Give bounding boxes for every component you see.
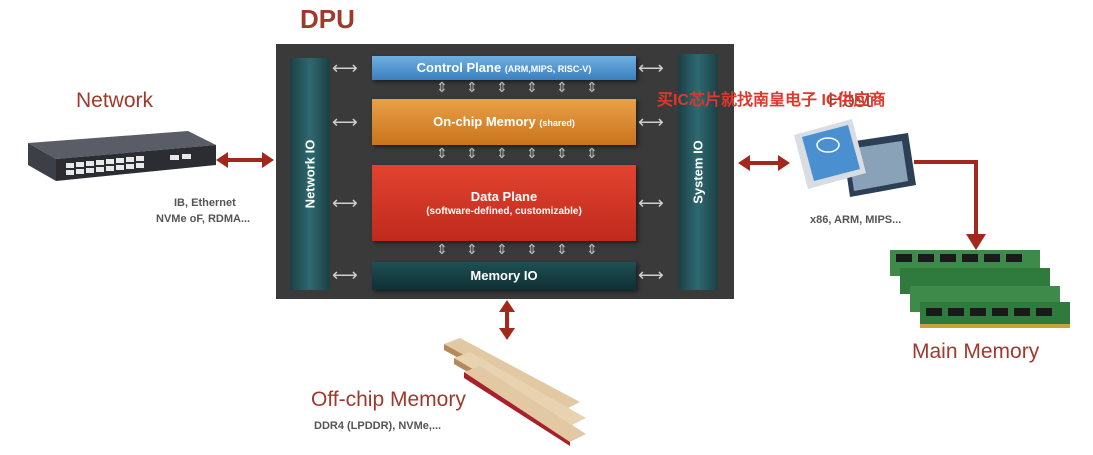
network-desc-line2: NVMe oF, RDMA... [156,213,251,225]
onchip-memory-sub: (shared) [539,118,575,128]
data-plane-sub: (software-defined, customizable) [426,206,582,217]
vertical-double-arrow: ⇕ [496,79,508,95]
arrow-netio-onchip: ⟷ [332,112,358,132]
vertical-double-arrow: ⇕ [466,241,478,257]
vertical-double-arrow: ⇕ [586,241,598,257]
memory-io-block: Memory IO [372,262,636,290]
host-title: Host [828,89,872,112]
network-desc-line1: IB, Ethernet [174,197,236,209]
vertical-double-arrow: ⇕ [556,145,568,161]
vertical-double-arrow: ⇕ [586,79,598,95]
offchip-memory-image [444,338,586,446]
vertical-double-arrow: ⇕ [556,79,568,95]
vertical-double-arrow: ⇕ [466,145,478,161]
network-title: Network [76,89,154,112]
system-io-label: System IO [690,140,706,204]
arrow-dpu-host [738,155,790,171]
data-plane-label: Data Plane [470,189,538,204]
dpu-block: Network IO System IO Control Plane (ARM,… [276,44,734,299]
vertical-double-arrow: ⇕ [436,79,448,95]
arrow-network-dpu [216,152,274,168]
vertical-double-arrow: ⇕ [436,145,448,161]
network-io-label: Network IO [302,139,318,209]
control-plane-label: Control Plane [416,60,502,75]
offchip-memory-desc: DDR4 (LPDDR), NVMe,... [314,420,442,432]
control-plane-block: Control Plane (ARM,MIPS, RISC-V) [372,56,636,80]
onchip-memory-block: On-chip Memory (shared) [372,99,636,145]
offchip-memory-title: Off-chip Memory [311,388,466,411]
host-cpu-image [794,119,916,197]
watermark-text: 买IC芯片就找南皇电子 IC供应商 [657,92,886,109]
vertical-double-arrow: ⇕ [436,241,448,257]
dpu-title: DPU [300,4,355,34]
arrow-host-main-memory [914,160,986,250]
main-memory-title: Main Memory [912,340,1040,363]
arrow-data-sysio: ⟷ [638,193,664,213]
network-io-bar: Network IO [290,58,330,290]
vertical-double-arrow: ⇕ [496,145,508,161]
vertical-double-arrow: ⇕ [496,241,508,257]
vertical-double-arrow: ⇕ [526,79,538,95]
memory-io-label: Memory IO [470,268,538,283]
arrow-memio-sysio: ⟷ [638,265,664,285]
data-plane-block: Data Plane (software-defined, customizab… [372,165,636,241]
arrow-dpu-offchip [499,300,515,340]
arrow-control-sysio: ⟷ [638,58,664,78]
vertical-double-arrow: ⇕ [586,145,598,161]
arrow-netio-data: ⟷ [332,193,358,213]
network-switch-image [28,131,216,181]
main-memory-image [890,250,1070,328]
system-io-bar: System IO [678,54,718,290]
arrow-netio-control: ⟷ [332,58,358,78]
onchip-memory-label: On-chip Memory [433,114,536,129]
vertical-double-arrow: ⇕ [526,145,538,161]
control-plane-sub: (ARM,MIPS, RISC-V) [504,64,592,74]
arrow-onchip-sysio: ⟷ [638,112,664,132]
vertical-double-arrow: ⇕ [526,241,538,257]
vertical-double-arrow: ⇕ [556,241,568,257]
host-desc: x86, ARM, MIPS... [810,214,902,226]
arrow-netio-memio: ⟷ [332,265,358,285]
vertical-double-arrow: ⇕ [466,79,478,95]
